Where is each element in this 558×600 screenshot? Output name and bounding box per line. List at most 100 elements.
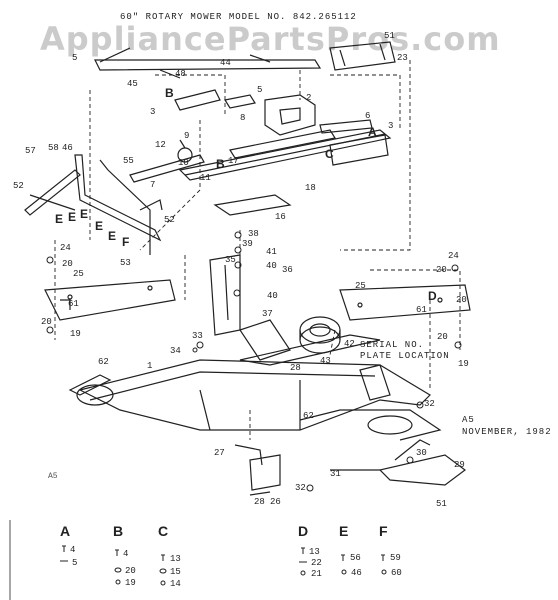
callout: 19 xyxy=(458,359,469,369)
callout: 46 xyxy=(62,143,73,153)
blade-29 xyxy=(330,439,466,486)
left-support-25 xyxy=(44,279,176,321)
hardware xyxy=(46,231,462,492)
legend-part: 13 xyxy=(170,554,181,564)
callout: 35 xyxy=(225,255,236,265)
callout: 12 xyxy=(155,140,166,150)
callout: 61 xyxy=(416,305,427,315)
callout: 20 xyxy=(436,265,447,275)
callout: E xyxy=(55,212,63,226)
callout: D xyxy=(428,289,437,303)
pulley-42 xyxy=(299,316,341,354)
legend-part: 46 xyxy=(351,568,362,578)
callout: 51 xyxy=(436,499,447,509)
plate-16 xyxy=(213,194,292,216)
callout: 53 xyxy=(120,258,131,268)
callout: 62 xyxy=(98,357,109,367)
watermark: AppliancePartsPros.com xyxy=(40,20,501,58)
arm-37 xyxy=(239,319,291,361)
callout: 43 xyxy=(320,356,331,366)
callout: 3 xyxy=(388,121,393,131)
callout: 52 xyxy=(13,181,24,191)
callout: 26 xyxy=(270,497,281,507)
callout: 58 xyxy=(48,143,59,153)
callout: 9 xyxy=(184,131,189,141)
main-frame xyxy=(68,334,442,441)
callout: 42 xyxy=(344,339,355,349)
callout: 1 xyxy=(147,361,152,371)
legend-letter-b: B xyxy=(113,523,123,539)
callout: 32 xyxy=(295,483,306,493)
callout: 20 xyxy=(456,295,467,305)
callout: 20 xyxy=(62,259,73,269)
scan-mark: A5 xyxy=(48,472,58,481)
left-arms xyxy=(24,154,163,255)
legend-part: 19 xyxy=(125,578,136,588)
callout: 40 xyxy=(266,261,277,271)
callout: 52 xyxy=(164,215,175,225)
legend-part: 21 xyxy=(311,569,322,579)
callout: 51 xyxy=(384,31,395,41)
callout: 61 xyxy=(68,299,79,309)
revision-month: NOVEMBER, 1982 xyxy=(462,427,552,437)
callout: 30 xyxy=(416,448,427,458)
dashed-leaders xyxy=(54,60,461,440)
callout: C xyxy=(325,147,334,161)
callout: 31 xyxy=(330,469,341,479)
callout: A xyxy=(368,125,377,139)
callout: 28 xyxy=(254,497,265,507)
reference-legend: A 4 5 B 4 20 19 C 13 15 14 D 13 22 21 E … xyxy=(60,523,402,589)
callout: 20 xyxy=(437,332,448,342)
callout: 25 xyxy=(73,269,84,279)
serial-note: SERIAL NO. PLATE LOCATION xyxy=(360,340,450,362)
legend-part: 15 xyxy=(170,567,181,577)
callout: 25 xyxy=(355,281,366,291)
legend-part: 4 xyxy=(70,545,75,555)
callout: 11 xyxy=(200,173,211,183)
callout-labels: 5 45 48 44 51 23 B 5 3 2 8 6 A 3 12 9 10… xyxy=(13,31,469,509)
legend-letter-e: E xyxy=(339,523,348,539)
legend-part: 22 xyxy=(311,558,322,568)
legend-letter-d: D xyxy=(298,523,308,539)
callout: 38 xyxy=(248,229,259,239)
callout: 23 xyxy=(397,53,408,63)
callout: 5 xyxy=(72,53,77,63)
callout: 37 xyxy=(262,309,273,319)
callout: 24 xyxy=(60,243,71,253)
callout: E xyxy=(108,229,116,243)
callout: 32 xyxy=(424,399,435,409)
callout: 24 xyxy=(448,251,459,261)
legend-letter-a: A xyxy=(60,523,70,539)
callout: 34 xyxy=(170,346,181,356)
legend-letter-c: C xyxy=(158,523,168,539)
callout: 8 xyxy=(240,113,245,123)
serial-note-line1: SERIAL NO. xyxy=(360,340,425,350)
callout: E xyxy=(95,219,103,233)
revision-date: A5 NOVEMBER, 1982 xyxy=(462,414,552,438)
legend-letter-f: F xyxy=(379,523,388,539)
serial-note-line2: PLATE LOCATION xyxy=(360,351,450,361)
callout: 44 xyxy=(220,58,231,68)
callout: 48 xyxy=(175,69,186,79)
channel-18 xyxy=(178,129,392,181)
callout: B xyxy=(165,86,174,100)
callout: 55 xyxy=(123,156,134,166)
callout: 29 xyxy=(454,460,465,470)
legend-part: 59 xyxy=(390,553,401,563)
revision-code: A5 xyxy=(462,415,475,425)
legend-part: 4 xyxy=(123,549,128,559)
legend-part: 20 xyxy=(125,566,136,576)
callout: 45 xyxy=(127,79,138,89)
callout: E xyxy=(68,210,76,224)
callout: 3 xyxy=(150,107,155,117)
legend-part: 60 xyxy=(391,568,402,578)
spindle-shaft xyxy=(129,139,205,183)
callout: 17 xyxy=(228,156,239,166)
diagram-title: 60" ROTARY MOWER MODEL NO. 842.265112 xyxy=(120,12,357,22)
callout: 16 xyxy=(275,212,286,222)
callout: F xyxy=(122,235,129,249)
callout: 39 xyxy=(242,239,253,249)
callout: 10 xyxy=(178,158,189,168)
callout: 40 xyxy=(267,291,278,301)
